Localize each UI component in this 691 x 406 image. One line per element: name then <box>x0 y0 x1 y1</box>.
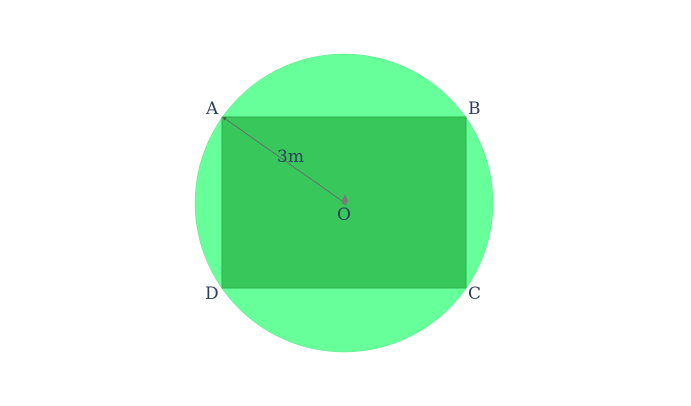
point-label-a: A <box>205 99 219 119</box>
point-label-o: O <box>337 205 351 225</box>
point-label-c: C <box>468 284 481 304</box>
point-label-b: B <box>468 99 481 119</box>
radius-line <box>222 116 347 205</box>
radius-label: 3m <box>277 147 304 167</box>
center-marker <box>342 194 348 206</box>
point-label-d: D <box>205 284 219 304</box>
